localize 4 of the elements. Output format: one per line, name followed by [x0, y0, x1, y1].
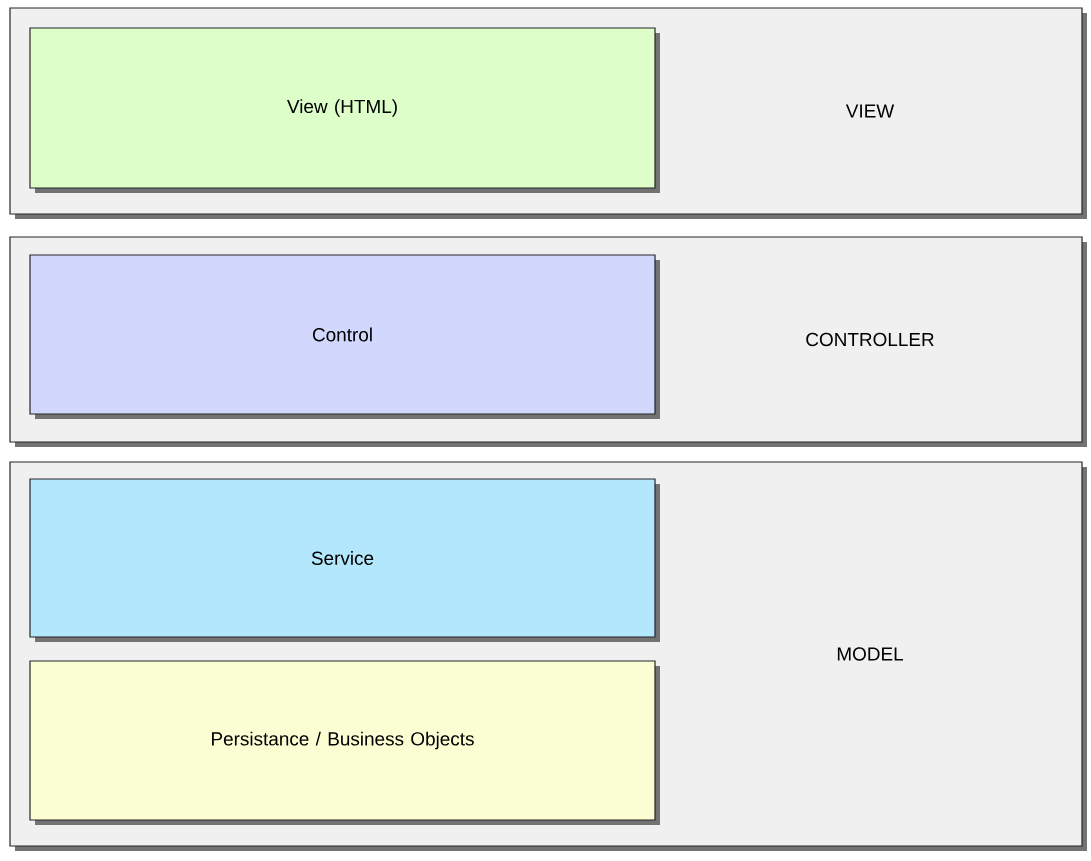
component-box: View (HTML)	[29, 27, 660, 193]
component-box: Service	[29, 478, 660, 642]
component-box: Control	[29, 254, 660, 419]
component-box: Persistance / Business Objects	[29, 660, 660, 825]
